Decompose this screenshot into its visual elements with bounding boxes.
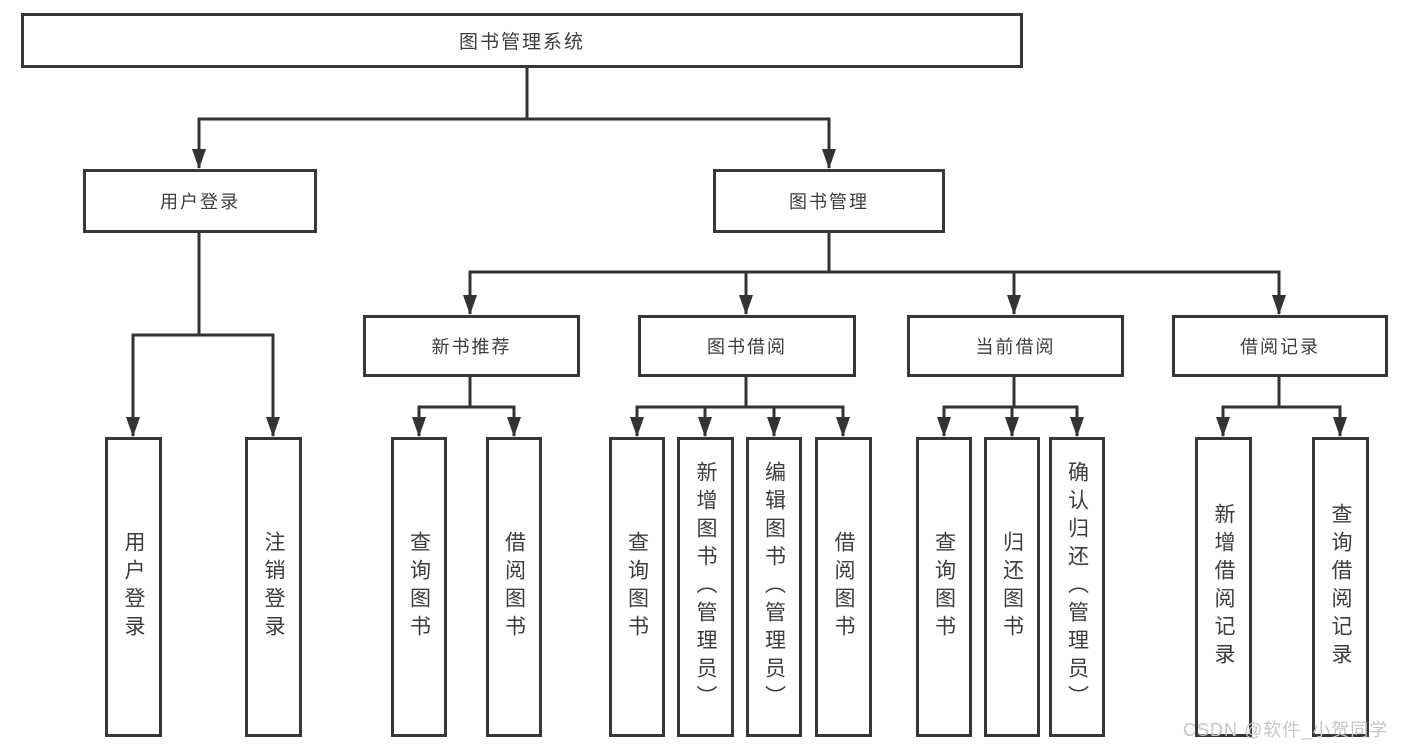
leaf-return-books: 归还图书 — [984, 437, 1040, 737]
leaf-query-borrow-record: 查询借阅记录 — [1312, 437, 1369, 737]
node-label: 新增借阅记录 — [1212, 503, 1235, 671]
node-label: 图书管理系统 — [458, 32, 585, 53]
node-label: 用户登录 — [160, 192, 240, 212]
node-label: 确认归还（管理员） — [1065, 461, 1089, 713]
csdn-watermark: CSDN @软件_小贺同学 — [1183, 720, 1389, 740]
leaf-add-books-admin: 新增图书（管理员） — [677, 437, 734, 737]
leaf-query-books-recommend: 查询图书 — [391, 437, 447, 737]
leaf-query-books-current: 查询图书 — [916, 437, 972, 737]
node-label: 新增图书（管理员） — [694, 461, 717, 713]
node-label: 图书借阅 — [707, 337, 787, 357]
node-label: 注销登录 — [262, 531, 285, 643]
node-label: 图书管理 — [789, 192, 869, 212]
leaf-add-borrow-record: 新增借阅记录 — [1195, 437, 1252, 737]
node-label: 借阅图书 — [832, 531, 855, 643]
node-label: 查询图书 — [625, 531, 649, 643]
leaf-edit-books-admin: 编辑图书（管理员） — [746, 437, 802, 737]
node-library-management-system: 图书管理系统 — [21, 13, 1023, 68]
leaf-query-books-borrowing: 查询图书 — [609, 437, 665, 737]
leaf-confirm-return-admin: 确认归还（管理员） — [1049, 437, 1105, 737]
node-label: 查询图书 — [932, 531, 956, 643]
node-label: 用户登录 — [122, 531, 145, 643]
node-label: 编辑图书（管理员） — [762, 461, 786, 713]
node-label: 借阅图书 — [502, 531, 526, 643]
node-label: 当前借阅 — [975, 337, 1056, 357]
leaf-borrow-books-borrowing: 借阅图书 — [815, 437, 872, 737]
leaf-logout: 注销登录 — [245, 437, 302, 737]
node-new-book-recommendation: 新书推荐 — [363, 315, 580, 377]
node-label: 新书推荐 — [431, 337, 512, 357]
node-user-login: 用户登录 — [83, 169, 317, 233]
leaf-borrow-books-recommend: 借阅图书 — [486, 437, 542, 737]
node-book-borrowing: 图书借阅 — [638, 315, 856, 377]
node-book-management: 图书管理 — [713, 169, 945, 233]
node-borrowing-records: 借阅记录 — [1172, 315, 1388, 377]
node-current-borrowing: 当前借阅 — [907, 315, 1124, 377]
leaf-user-login: 用户登录 — [105, 437, 162, 737]
node-label: 归还图书 — [1000, 531, 1024, 643]
node-label: 查询借阅记录 — [1329, 503, 1352, 671]
node-label: 查询图书 — [407, 531, 431, 643]
node-label: 借阅记录 — [1240, 337, 1320, 357]
